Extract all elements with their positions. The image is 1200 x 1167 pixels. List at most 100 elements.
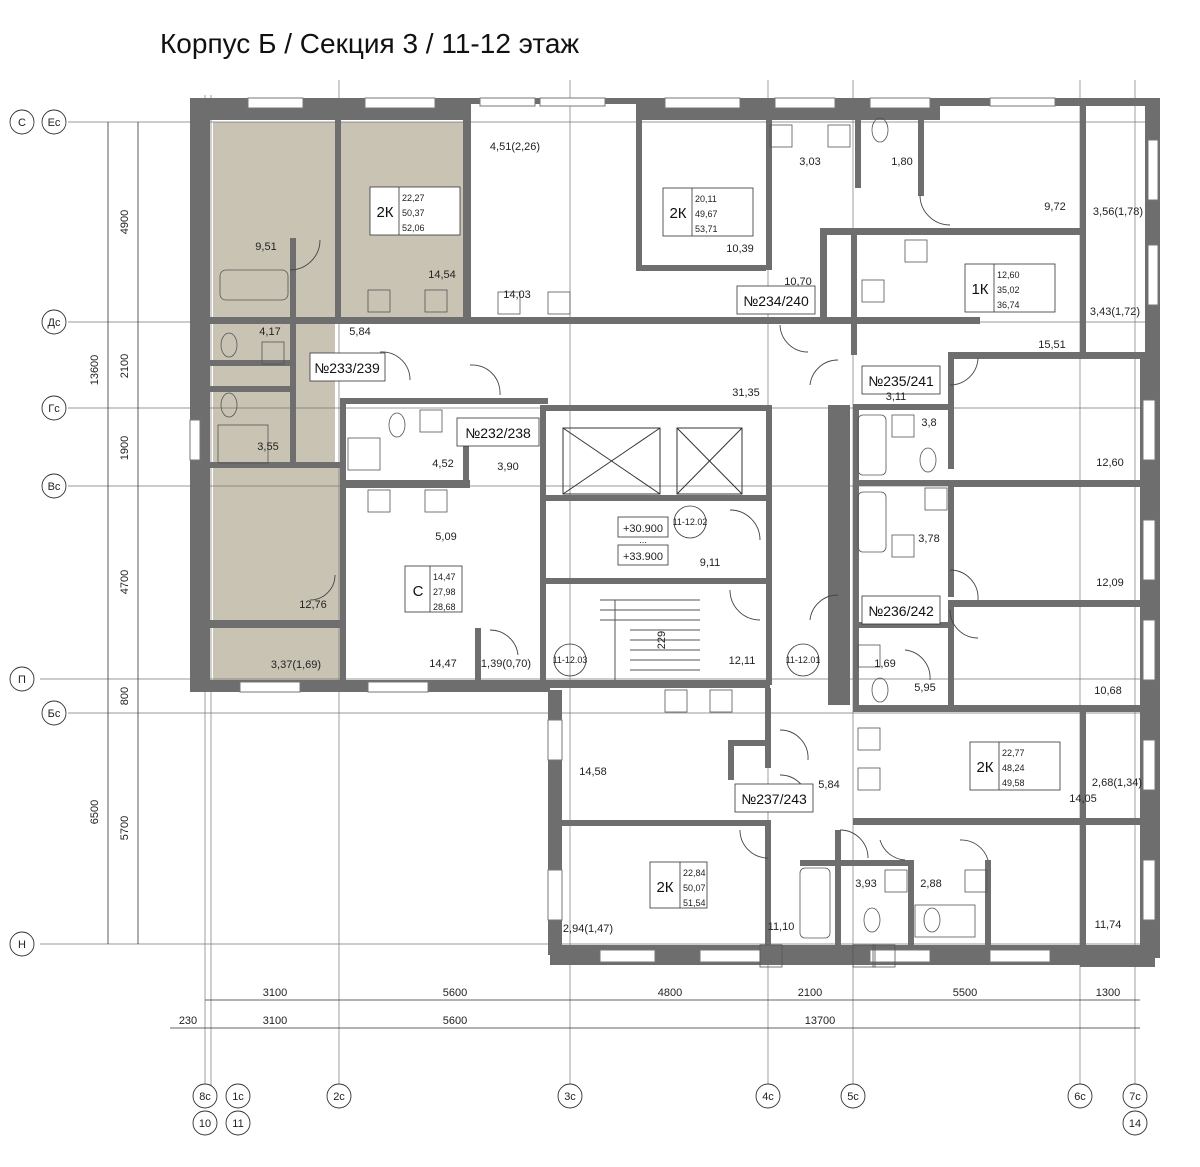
room-area: 4,17 [259, 326, 280, 338]
room-area: 14,47 [429, 658, 457, 670]
column-axis-inner-circle [755, 1083, 781, 1109]
dimension-bottom-bottom: 3100 [263, 1015, 287, 1027]
apartment-number: №235/241 [868, 373, 934, 389]
dimension-bottom-bottom: 5600 [443, 1015, 467, 1027]
column-axis-inner-label: 2с [333, 1091, 345, 1103]
room-area: 2,88 [920, 878, 941, 890]
walls [190, 98, 1160, 967]
dimension-bottom-bottom: 13700 [805, 1015, 836, 1027]
column-axis-inner-circle [192, 1083, 218, 1109]
room-area: 1,39(0,70) [481, 658, 531, 670]
row-axis-inner-circle [41, 395, 67, 421]
floor-level: +30.900 [623, 523, 663, 535]
row-axis-inner-circle [41, 309, 67, 335]
room-area: 10,68 [1094, 685, 1122, 697]
room-area: 5,95 [914, 682, 935, 694]
room-area: 2,94(1,47) [563, 923, 613, 935]
room-code: 11-12.02 [673, 517, 708, 527]
row-axis-outer-label: Н [18, 939, 26, 951]
apartment-total-area: 50,37 [402, 208, 425, 218]
apartment-full-area: 51,54 [683, 898, 706, 908]
column-axis-inner-label: 5с [847, 1091, 859, 1103]
dimension-left-inner: 4900 [119, 210, 131, 234]
apartment-type: 2К [656, 879, 673, 896]
room-area: 1,69 [874, 658, 895, 670]
apartment-living-area: 22,84 [683, 868, 706, 878]
column-axis-inner-label: 6с [1074, 1091, 1086, 1103]
apartment-type: 2К [376, 204, 393, 221]
apartment-type: 1К [971, 281, 988, 298]
apartment-number-boxes [309, 285, 941, 813]
column-axis-inner-circle [1067, 1083, 1093, 1109]
apartment-total-area: 48,24 [1002, 763, 1025, 773]
dimension-left-inner: 1900 [119, 436, 131, 460]
room-area: 3,03 [799, 156, 820, 168]
row-axis-outer-circle [9, 109, 35, 135]
column-axis-inner-label: 1с [232, 1091, 244, 1103]
column-axis-inner-label: 3с [564, 1091, 576, 1103]
room-area: 3,90 [497, 461, 518, 473]
stair [600, 599, 700, 680]
room-area: 15,51 [1038, 339, 1066, 351]
room-code: 11-12.01 [786, 655, 821, 665]
apartment-type: 2К [976, 759, 993, 776]
room-area: 5,84 [349, 326, 370, 338]
code-circles [553, 505, 820, 677]
apartment-number: №234/240 [743, 293, 809, 309]
column-axis-inner-circle [326, 1083, 352, 1109]
row-axis-outer-label: С [18, 117, 26, 129]
room-area: 14,03 [503, 289, 531, 301]
room-area: 9,51 [255, 241, 276, 253]
apartment-type: С [413, 583, 424, 600]
room-area: 12,60 [1096, 457, 1124, 469]
room-area: 31,35 [732, 387, 760, 399]
apartment-total-area: 35,02 [997, 285, 1020, 295]
row-axis-inner-label: Бс [48, 708, 61, 720]
apartment-info-boxes [369, 186, 1061, 909]
dimension-lines [107, 122, 1140, 1029]
room-area: 12,11 [729, 655, 756, 667]
room-area: 3,37(1,69) [271, 659, 321, 671]
apartment-number: №232/238 [465, 425, 531, 441]
column-axis-inner-circle [840, 1083, 866, 1109]
room-area: 5,84 [818, 779, 839, 791]
apartment-full-area: 28,68 [433, 602, 456, 612]
apartment-full-area: 53,71 [695, 224, 718, 234]
dimension-left-outer: 6500 [89, 800, 101, 824]
dimension-left-inner: 2100 [119, 354, 131, 378]
room-area: 11,74 [1095, 919, 1122, 931]
room-area: 4,52 [432, 458, 453, 470]
room-area: 10,70 [784, 276, 812, 288]
row-axis-outer-circle [9, 666, 35, 692]
dimension-left-inner: 4700 [119, 570, 131, 594]
apartment-total-area: 49,67 [695, 209, 718, 219]
room-area: 3,93 [855, 878, 876, 890]
dimension-bottom-top: 2100 [798, 987, 822, 999]
apartment-living-area: 22,77 [1002, 748, 1025, 758]
fixtures [217, 117, 988, 968]
row-axis-inner-circle [41, 109, 67, 135]
room-area: 9,11 [700, 557, 721, 569]
apartment-number: №237/243 [741, 791, 807, 807]
floor-level: ... [639, 535, 647, 545]
page-title: Корпус Б / Секция 3 / 11-12 этаж [160, 28, 580, 59]
dimension-left-inner: 5700 [119, 816, 131, 840]
room-area: 3,11 [886, 391, 907, 403]
floor-level: +33.900 [623, 551, 663, 563]
room-area: 2,68(1,34) [1092, 777, 1142, 789]
dimension-left-inner: 800 [119, 687, 131, 705]
column-axis-outer-circle [225, 1110, 251, 1136]
dimension-bottom-top: 5600 [443, 987, 467, 999]
row-axis-inner-label: Дс [48, 317, 61, 329]
room-area: 3,78 [918, 533, 939, 545]
column-axis-inner-label: 8с [199, 1091, 211, 1103]
apartment-type: 2К [669, 205, 686, 222]
dimension-bottom-top: 1300 [1096, 987, 1120, 999]
column-axis-outer-circle [1122, 1110, 1148, 1136]
column-axis-inner-label: 7с [1129, 1091, 1141, 1103]
room-area: 14,05 [1069, 793, 1097, 805]
apartment-total-area: 27,98 [433, 587, 456, 597]
